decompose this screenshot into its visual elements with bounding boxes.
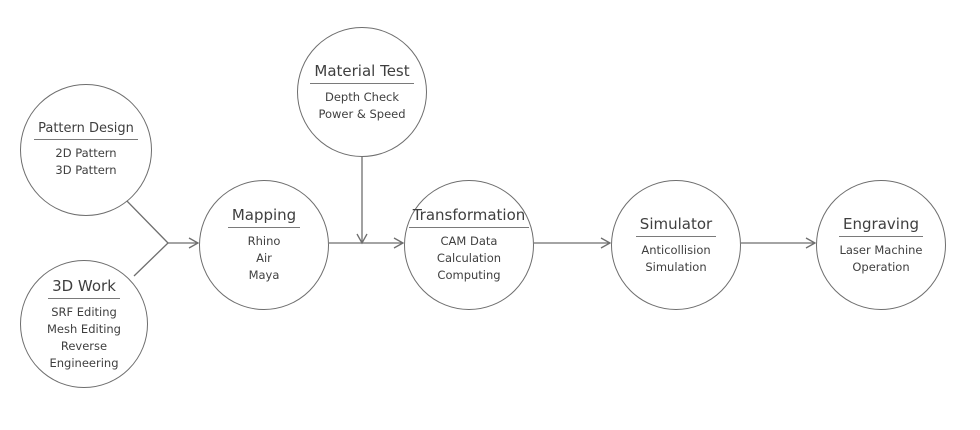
node-title: Transformation [408,206,530,228]
node-item: Rhino [247,234,281,248]
node-item: CAM Data [440,234,498,248]
node-material-test: Material Test Depth Check Power & Speed [297,27,427,157]
node-item: Simulation [645,259,707,274]
node-item: Computing [437,268,501,282]
node-item: 3D Pattern [55,163,117,177]
node-item: Operation [852,259,910,274]
node-item: Maya [248,268,280,282]
node-title: Engraving [839,215,923,237]
node-item: Air [256,251,272,265]
node-item: Power & Speed [318,106,406,121]
node-engraving: Engraving Laser Machine Operation [816,180,946,310]
node-item: Engineering [49,355,119,370]
node-item: Calculation [436,251,502,265]
node-title: Material Test [310,62,414,84]
node-3d-work: 3D Work SRF Editing Mesh Editing Reverse… [20,260,148,388]
node-transformation: Transformation CAM Data Calculation Comp… [404,180,534,310]
node-title: Pattern Design [34,121,138,140]
node-simulator: Simulator Anticollision Simulation [611,180,741,310]
connector-pattern-to-junction [125,199,169,244]
node-item: Depth Check [324,89,400,104]
node-mapping: Mapping Rhino Air Maya [199,180,329,310]
node-item: Mesh Editing [47,321,121,336]
node-title: 3D Work [48,277,120,299]
node-item: 2D Pattern [55,146,117,160]
node-title: Simulator [635,215,717,237]
node-pattern-design: Pattern Design 2D Pattern 3D Pattern [20,84,152,216]
connector-work-to-junction [133,242,169,277]
node-item: Laser Machine [839,242,923,257]
node-title: Mapping [227,206,301,228]
node-item: Anticollision [641,242,711,257]
node-item: Reverse [60,338,108,353]
node-item: SRF Editing [51,304,117,319]
